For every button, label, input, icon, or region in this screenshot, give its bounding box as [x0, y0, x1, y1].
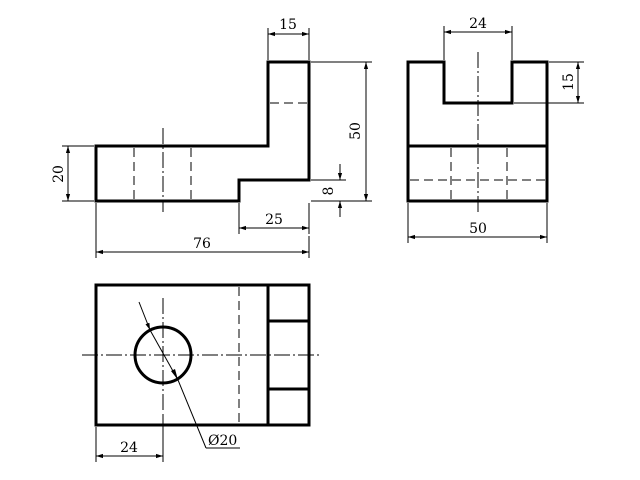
dim-notch-width-label: 24: [469, 16, 487, 32]
dim-height-label: 50: [348, 122, 364, 140]
dim-length: 76: [95, 203, 310, 258]
side-view-outline: [406, 60, 549, 203]
front-view: 15 50 20 8 25: [51, 17, 372, 258]
top-view: 24 Ø20: [82, 283, 322, 462]
dim-hole-offset-label: 24: [120, 440, 138, 456]
dim-hole-diameter-label: Ø20: [208, 433, 237, 449]
dim-rib-width-label: 15: [279, 17, 297, 33]
dim-hole-offset: 24: [95, 414, 164, 462]
dim-slot-depth-label: 8: [321, 187, 337, 196]
dim-base-height-label: 20: [51, 165, 67, 183]
dim-notch-width: 24: [443, 16, 513, 60]
dim-slot-width-label: 25: [265, 212, 283, 228]
dim-side-width-label: 50: [469, 221, 487, 237]
dim-rib-width: 15: [267, 17, 310, 60]
dim-slot-depth: 8: [311, 164, 346, 217]
dim-hole-diameter: Ø20: [138, 301, 240, 449]
dim-notch-depth: 15: [514, 61, 584, 104]
dim-side-width: 50: [407, 203, 548, 243]
dim-notch-depth-label: 15: [561, 73, 577, 91]
dim-base-height: 20: [51, 145, 94, 202]
dim-length-label: 76: [193, 236, 211, 252]
dim-slot-width: 25: [238, 203, 310, 234]
side-view: 24 15 50: [406, 16, 584, 243]
